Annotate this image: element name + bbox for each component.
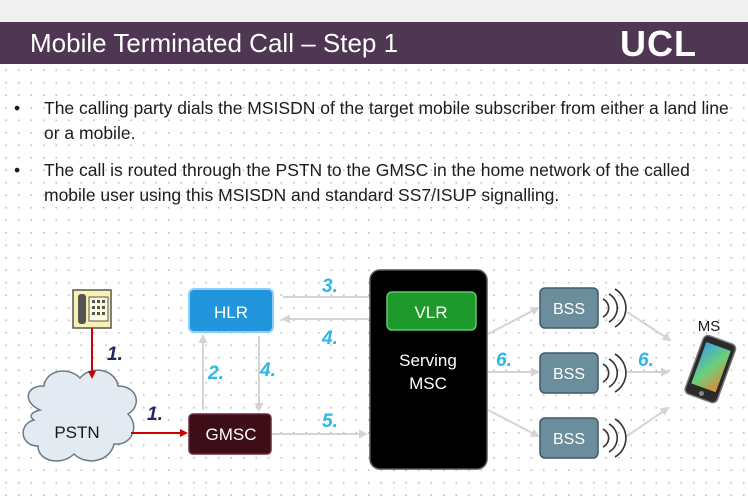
arrow-msc-to-bss3 <box>487 409 540 437</box>
pstn-label: PSTN <box>54 423 99 442</box>
bullet-text: The calling party dials the MSISDN of th… <box>44 98 729 143</box>
radio-waves-icon <box>602 353 627 393</box>
bullet-text: The call is routed through the PSTN to t… <box>44 160 690 205</box>
gmsc-node: GMSC <box>188 413 272 455</box>
bullet-marker: • <box>14 98 21 118</box>
vlr-node: VLR <box>386 291 477 331</box>
vlr-label: VLR <box>414 303 447 322</box>
step-label: 6. <box>638 350 654 371</box>
step-label: 3. <box>322 276 338 297</box>
arrow-msc-to-bss1 <box>487 307 540 335</box>
bullet-item: • The calling party dials the MSISDN of … <box>14 96 734 146</box>
arrow-bss3-to-ms <box>626 406 670 437</box>
ucl-logo: UCL <box>620 23 697 64</box>
gmsc-label: GMSC <box>206 425 257 444</box>
step-label: 5. <box>322 411 338 432</box>
arrow-bss1-to-ms <box>626 311 672 342</box>
bss-label: BSS <box>553 366 585 383</box>
mobile-phone-icon <box>684 334 737 404</box>
radio-waves-icon <box>602 418 627 458</box>
msc-label-line1: Serving <box>399 351 457 370</box>
title-bar <box>0 22 748 64</box>
step-label: 2. <box>207 363 224 384</box>
bss-label: BSS <box>553 301 585 318</box>
step-label: 1. <box>107 344 123 365</box>
radio-waves-icon <box>602 288 627 328</box>
msc-label-line2: MSC <box>409 374 447 393</box>
bss-node: BSS <box>539 352 627 394</box>
telephone-icon <box>72 289 112 329</box>
hlr-node: HLR <box>188 288 274 333</box>
step-label: 1. <box>147 404 163 425</box>
bss-label: BSS <box>553 431 585 448</box>
step-label: 4. <box>321 328 338 349</box>
hlr-label: HLR <box>214 303 248 322</box>
bss-node: BSS <box>539 417 627 459</box>
step-label: 6. <box>496 350 512 371</box>
bullet-list: • The calling party dials the MSISDN of … <box>14 96 734 220</box>
top-strip <box>0 0 748 22</box>
bullet-item: • The call is routed through the PSTN to… <box>14 158 734 208</box>
bullet-marker: • <box>14 160 21 180</box>
pstn-cloud: PSTN <box>22 369 138 462</box>
ms-label: MS <box>698 318 721 335</box>
bss-node: BSS <box>539 287 627 329</box>
step-label: 4. <box>259 360 276 381</box>
slide-title: Mobile Terminated Call – Step 1 <box>30 28 399 58</box>
